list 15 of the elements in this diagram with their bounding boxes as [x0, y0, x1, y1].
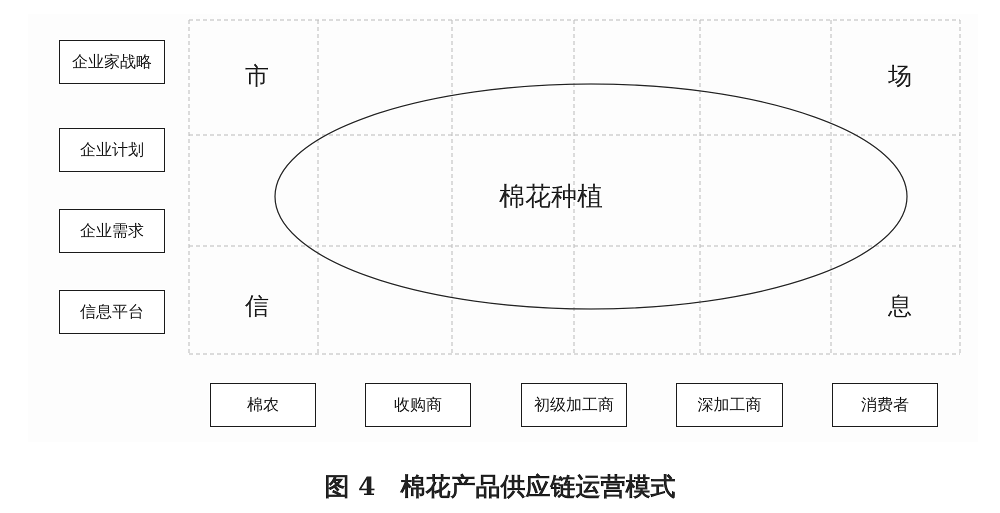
chain-member-box: 深加工商	[676, 383, 783, 427]
grid-character: 市	[245, 61, 269, 92]
grid-character: 场	[888, 61, 912, 92]
enterprise-box: 企业家战略	[59, 40, 165, 84]
enterprise-box: 信息平台	[59, 290, 165, 334]
chain-member-box: 棉农	[210, 383, 316, 427]
chain-member-box: 初级加工商	[521, 383, 627, 427]
grid-character: 信	[245, 291, 269, 322]
figure-caption: 图 4 棉花产品供应链运营模式	[323, 471, 677, 503]
chain-member-box: 消费者	[832, 383, 938, 427]
enterprise-box: 企业需求	[59, 209, 165, 253]
enterprise-box: 企业计划	[59, 128, 165, 172]
grid-character: 息	[888, 291, 912, 322]
chain-member-box: 收购商	[365, 383, 471, 427]
ellipse-label: 棉花种植	[499, 181, 603, 214]
